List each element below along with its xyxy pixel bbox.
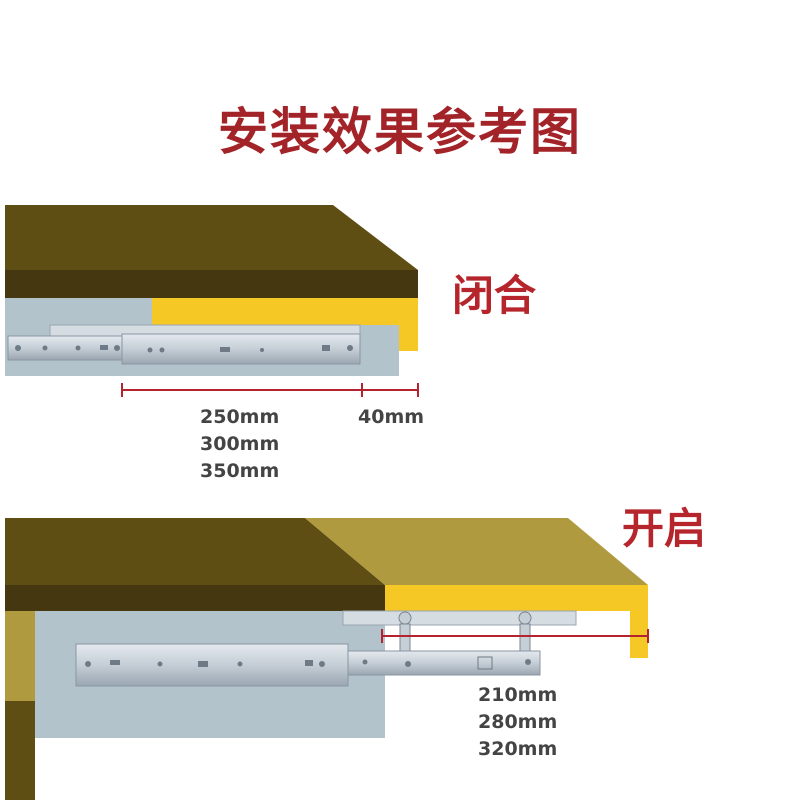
- open-desk-edge: [5, 585, 385, 611]
- closed-desk-edge: [5, 270, 418, 298]
- closed-length-1: 250mm: [200, 406, 280, 428]
- closed-length-3: 350mm: [200, 460, 280, 482]
- closed-scene: [5, 205, 419, 397]
- open-label: 开启: [622, 504, 707, 553]
- open-drawer-edge: [385, 585, 648, 611]
- open-desk-leg: [5, 611, 35, 701]
- closed-slide-holes: [15, 345, 353, 353]
- open-lengths: 210mm 280mm 320mm: [478, 682, 557, 763]
- closed-length-2: 300mm: [200, 433, 280, 455]
- open-slide-holes: [85, 656, 531, 670]
- open-slide-inner: [347, 650, 541, 676]
- open-length-3: 320mm: [478, 738, 558, 760]
- closed-desk-top: [5, 205, 418, 270]
- closed-gap: 40mm: [358, 406, 425, 428]
- open-slide-outer: [75, 643, 349, 687]
- open-scene: [5, 518, 649, 800]
- closed-lengths: 250mm 300mm 350mm: [200, 404, 279, 485]
- open-desk-top: [5, 518, 385, 585]
- open-desk-leg-lower: [5, 701, 35, 800]
- closed-dimension-line: [121, 383, 419, 397]
- page-title: 安装效果参考图: [218, 103, 582, 161]
- closed-label: 闭合: [452, 271, 537, 320]
- open-dimension-line: [381, 629, 649, 643]
- open-drawer-front: [630, 611, 648, 658]
- open-drawer-top: [305, 518, 648, 585]
- open-length-1: 210mm: [478, 684, 558, 706]
- open-drawer-rail: [342, 610, 577, 626]
- open-length-2: 280mm: [478, 711, 558, 733]
